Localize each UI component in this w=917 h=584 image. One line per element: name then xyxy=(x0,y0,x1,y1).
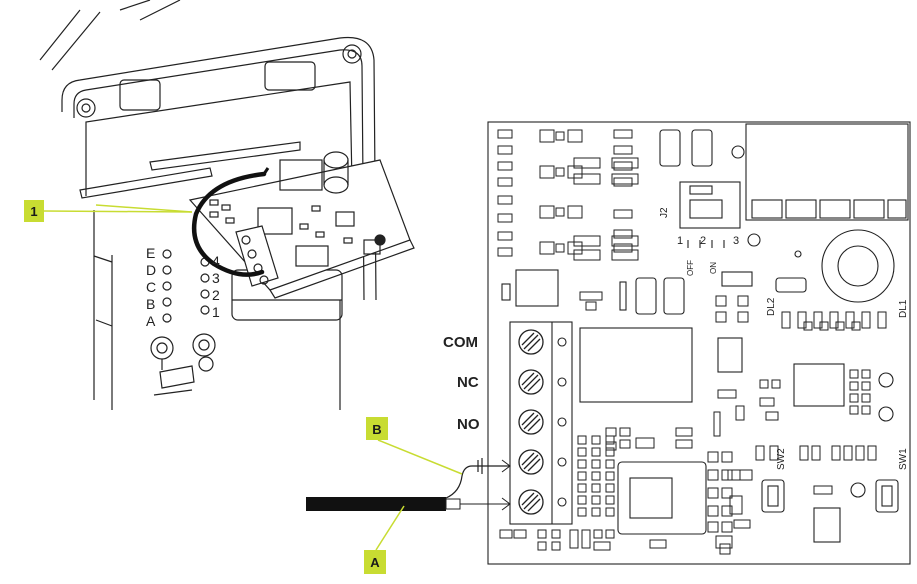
led-label-dl1: DL1 xyxy=(898,299,909,318)
coax-cable xyxy=(306,458,511,511)
terminal-label-com: COM xyxy=(443,334,478,351)
switch-label-sw1: SW1 xyxy=(898,448,909,470)
antenna-cable xyxy=(191,171,267,277)
housing-number-4: 4 xyxy=(212,253,220,269)
housing-letter-d: D xyxy=(146,262,156,278)
housing-letter-c: C xyxy=(146,279,156,295)
dip-number-1: 1 xyxy=(677,235,683,247)
terminal-screws xyxy=(518,329,544,515)
dip-number-2: 2 xyxy=(700,235,706,247)
dip-label-j2: J2 xyxy=(659,207,670,218)
housing-letter-b: B xyxy=(146,296,155,312)
callout-badge-a xyxy=(364,550,386,574)
dip-label-on: ON xyxy=(709,262,718,274)
smd-components xyxy=(497,129,887,555)
switch-label-sw2: SW2 xyxy=(776,448,787,470)
housing-letter-a: A xyxy=(146,313,156,329)
callout-badge-1 xyxy=(24,200,44,222)
circuit-board xyxy=(487,121,911,565)
callout-badge-b xyxy=(366,417,388,440)
callout-label-1: 1 xyxy=(30,204,37,219)
housing-letter-e: E xyxy=(146,245,155,261)
terminal-label-no: NO xyxy=(457,416,480,433)
terminal-label-nc: NC xyxy=(457,374,479,391)
housing-illustration xyxy=(39,0,415,410)
callout-label-a: A xyxy=(370,555,380,570)
led-label-dl2: DL2 xyxy=(766,297,777,316)
housing-number-2: 2 xyxy=(212,287,220,303)
dip-number-3: 3 xyxy=(733,235,739,247)
dip-label-off: OFF xyxy=(686,260,695,276)
housing-number-1: 1 xyxy=(212,304,220,320)
callout-label-b: B xyxy=(372,422,381,437)
housing-number-3: 3 xyxy=(212,270,220,286)
